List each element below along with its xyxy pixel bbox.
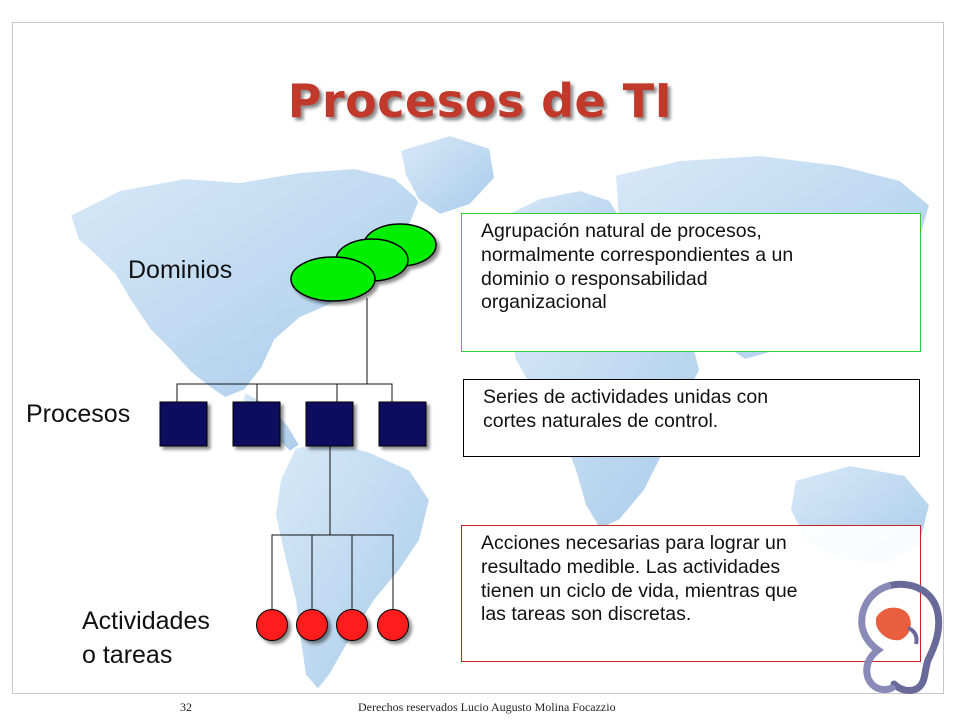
label-actividades-line1: Actividades: [82, 607, 210, 635]
activity-circle: [336, 609, 368, 641]
process-square: [159, 401, 208, 447]
domain-ellipse: [290, 256, 376, 302]
label-dominios: Dominios: [128, 256, 233, 284]
box-line: Acciones necesarias para lograr un: [481, 532, 787, 554]
box-line: resultado medible. Las actividades: [481, 555, 781, 578]
box-line: cortes naturales de control.: [483, 409, 719, 432]
author-logo: [858, 580, 943, 695]
label-actividades: Actividades o tareas: [82, 605, 210, 673]
box-line: dominio o responsabilidad: [481, 267, 708, 290]
dominios-description-box: Agrupación natural de procesos, normalme…: [461, 213, 921, 352]
greenland-shape: [399, 134, 496, 216]
activity-circle: [296, 609, 328, 641]
activity-circle: [377, 609, 409, 641]
process-square: [378, 401, 427, 447]
activity-circle: [256, 609, 288, 641]
tree-connectors: [176, 298, 394, 620]
actividades-description-box: Acciones necesarias para lograr un resul…: [461, 525, 921, 662]
slide-title: Procesos de TI: [287, 74, 673, 128]
domain-ellipses: [290, 223, 437, 302]
box-line: tienen un ciclo de vida, mientras que: [481, 579, 798, 602]
box-line: las tareas son discretas.: [481, 603, 692, 626]
process-square: [232, 401, 281, 447]
north-america-shape: [69, 167, 421, 399]
procesos-description-box: Series de actividades unidas con cortes …: [463, 379, 920, 457]
label-procesos: Procesos: [26, 400, 131, 428]
copyright-notice: Derechos reservados Lucio Augusto Molina…: [358, 700, 616, 714]
box-line: Agrupación natural de procesos,: [481, 220, 762, 242]
box-line: organizacional: [481, 291, 607, 314]
activity-circles: [256, 609, 409, 641]
label-actividades-line2: o tareas: [82, 640, 173, 669]
box-line: normalmente correspondientes a un: [481, 243, 794, 266]
box-line: Series de actividades unidas con: [483, 386, 769, 408]
process-square: [305, 401, 354, 447]
process-squares: [159, 401, 427, 447]
page-number: 32: [180, 700, 192, 714]
slide-frame: [12, 22, 944, 694]
